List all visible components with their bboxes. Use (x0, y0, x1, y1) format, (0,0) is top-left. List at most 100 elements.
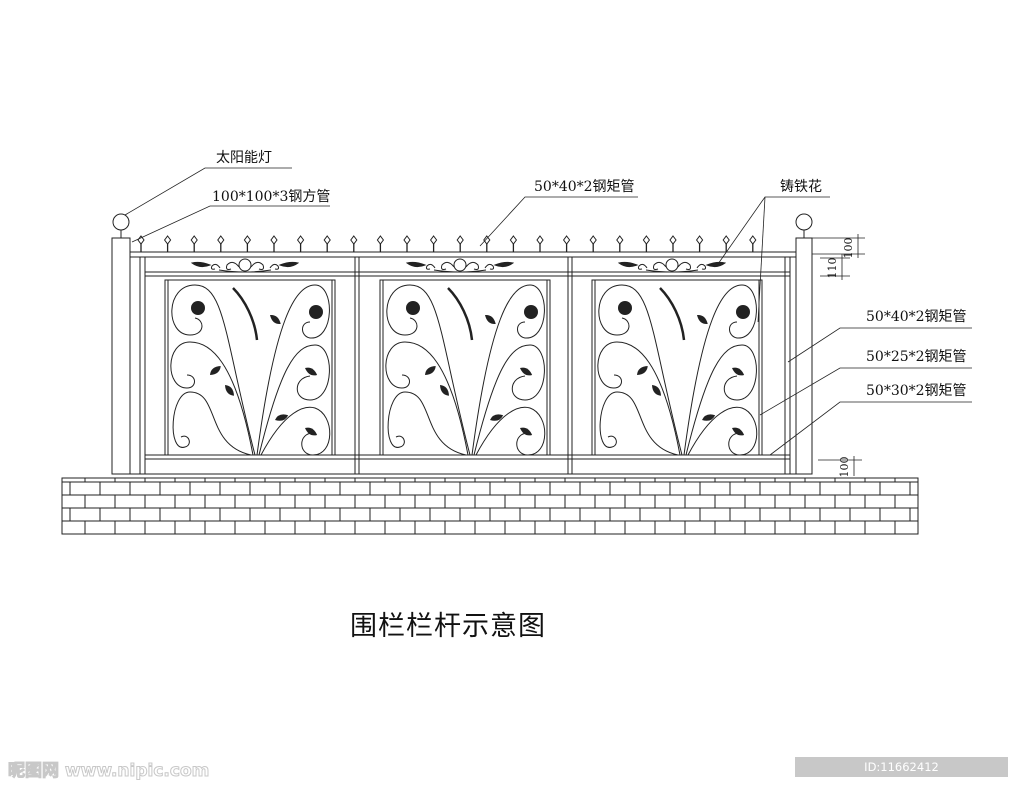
scroll-curve (475, 406, 546, 456)
spike-tip-icon (270, 235, 278, 245)
right-solar-lamp-icon (795, 213, 813, 231)
leaf-icon (275, 414, 289, 421)
ornament-dot (406, 301, 420, 315)
spike-tip-icon (456, 235, 464, 245)
spike-tip-icon (190, 235, 198, 245)
dimension-marks (812, 234, 865, 476)
rail-leaf-icon (405, 261, 515, 268)
label-post: 100*100*3钢方管 (212, 189, 330, 205)
leaf-blade (447, 287, 474, 341)
ornament-dot (618, 301, 632, 315)
panel (591, 258, 763, 456)
spike-tip-icon (403, 235, 411, 245)
left-solar-lamp-icon (112, 213, 130, 231)
leaf-blade (232, 287, 259, 341)
dim-base-offset: 100 (838, 457, 851, 478)
spike-tip-icon (669, 235, 677, 245)
leader-post (131, 205, 330, 243)
spike-tip-icon (483, 235, 491, 245)
panel (164, 258, 336, 456)
dim-rail-gap: 110 (826, 258, 839, 279)
spike-tip-icon (243, 235, 252, 245)
rail-ornament-scroll (210, 263, 280, 270)
scroll-curve (597, 341, 681, 456)
panels (164, 258, 763, 456)
scroll-curve (172, 391, 252, 456)
brick-wall (61, 477, 919, 535)
rail-ornament-scroll (226, 261, 264, 270)
watermark-id: ID:11662412 NO:20161224134700420209 (795, 757, 1008, 794)
scroll-curve (471, 284, 545, 456)
spike-tip-icon (429, 235, 438, 245)
spike-tip-icon (562, 235, 571, 245)
scroll-curve (385, 341, 469, 456)
leaf-icon (490, 414, 504, 421)
spike-tip-icon (589, 235, 597, 245)
leaf-blade (659, 287, 686, 341)
leaf-icon (697, 314, 708, 325)
leaf-icon (440, 385, 449, 396)
label-side-post: 50*40*2钢矩管 (866, 309, 967, 325)
rail-ornament-scroll (653, 261, 691, 270)
leaf-icon (305, 427, 318, 436)
ornament-dot (191, 301, 205, 315)
label-inner-frame: 50*25*2钢矩管 (866, 349, 967, 365)
spike-tip-icon (695, 235, 704, 245)
leaf-icon (225, 385, 234, 396)
rail-ornament-arc (218, 269, 272, 273)
rail-ornament-scroll (425, 263, 495, 270)
leader-lines (124, 167, 972, 456)
rail-ornament-arc (433, 269, 487, 273)
label-solar-lamp: 太阳能灯 (216, 150, 272, 166)
spike-tip-icon (642, 235, 651, 245)
scroll-curve (598, 284, 683, 456)
scroll-curve (171, 284, 256, 456)
leaf-icon (652, 385, 661, 396)
ornament-dot (309, 305, 323, 319)
leaf-icon (425, 366, 436, 375)
leader-side-post (787, 327, 972, 363)
dim-top-offset: 100 (842, 238, 855, 259)
rail-ornament-circle (665, 258, 679, 272)
leaf-icon (305, 367, 318, 376)
leaf-icon (520, 427, 533, 436)
right-post (795, 237, 813, 475)
spike-tip-icon (722, 235, 730, 245)
rail-ornament-scroll (637, 263, 707, 270)
scroll-curve (258, 344, 330, 456)
scroll-curve (387, 391, 467, 456)
leaf-icon (270, 314, 281, 325)
spike-tip-icon (616, 235, 624, 245)
spike-tip-icon (376, 235, 385, 245)
leader-bottom-rail (769, 401, 972, 456)
rail-leaf-icon (617, 261, 727, 268)
left-post (111, 237, 131, 475)
spike-row (137, 235, 757, 252)
scroll-curve (256, 284, 330, 456)
leader-solar-lamp (124, 167, 292, 216)
spike-tip-icon (163, 235, 172, 245)
panel (379, 258, 551, 456)
rail-ornament-scroll (441, 261, 479, 270)
scroll-curve (687, 406, 758, 456)
scroll-curve (170, 341, 254, 456)
scroll-curve (685, 344, 757, 456)
rail-ornament-circle (238, 258, 252, 272)
leaf-icon (702, 414, 716, 421)
scroll-curve (260, 406, 331, 456)
leaf-icon (520, 367, 533, 376)
label-bottom-rail: 50*30*2钢矩管 (866, 383, 967, 399)
scroll-curve (683, 284, 757, 456)
fence-frame (111, 213, 813, 475)
drawing-title: 围栏栏杆示意图 (350, 611, 546, 642)
leader-inner-frame (759, 367, 972, 416)
label-top-rail: 50*40*2钢矩管 (534, 179, 635, 195)
ornament-dot (736, 305, 750, 319)
spike-tip-icon (536, 235, 544, 245)
rail-ornament-arc (645, 269, 699, 273)
rail-ornament-circle (453, 258, 467, 272)
leader-flower-2 (757, 196, 766, 323)
rail-leaf-icon (190, 261, 300, 268)
leaf-icon (485, 314, 496, 325)
